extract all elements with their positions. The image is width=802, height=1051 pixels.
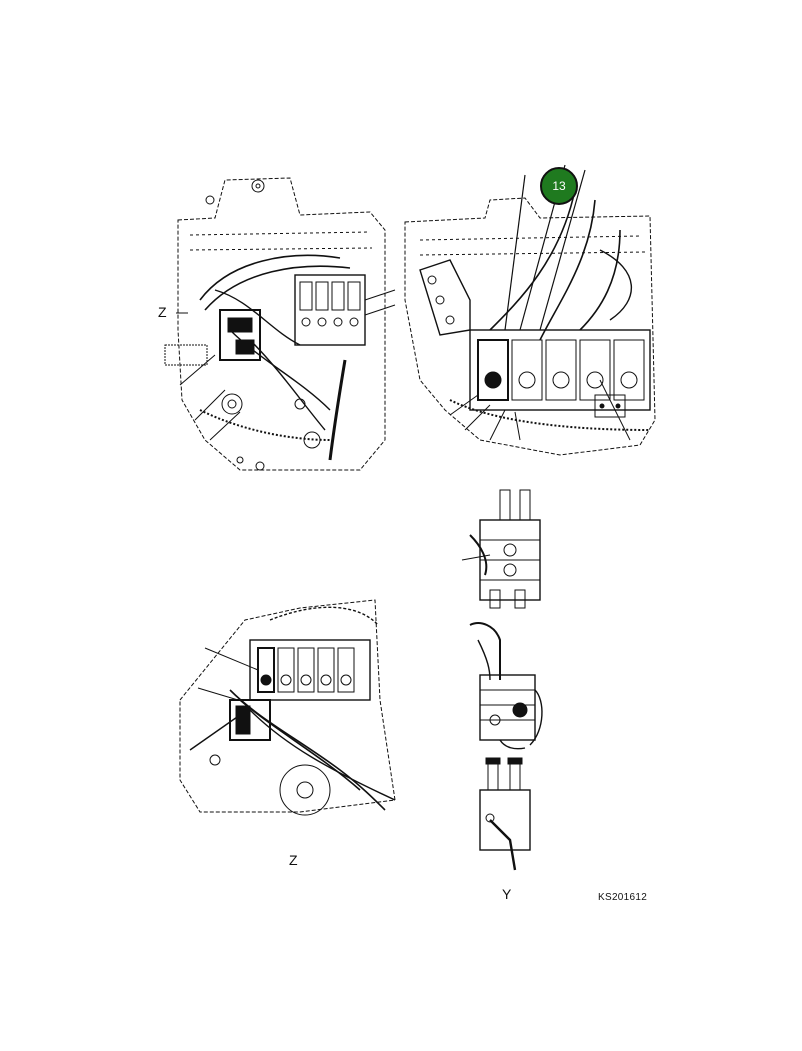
top-right-view [404, 164, 656, 456]
view-y-title: Y [502, 886, 512, 902]
callout-13-badge: 13 [540, 167, 578, 205]
top-left-view [164, 177, 396, 471]
view-z-title: Z [289, 852, 298, 868]
view-y [461, 489, 543, 871]
drawing-code: KS201612 [598, 892, 648, 903]
view-z [179, 599, 396, 816]
view-z-marker: Z [158, 304, 167, 320]
